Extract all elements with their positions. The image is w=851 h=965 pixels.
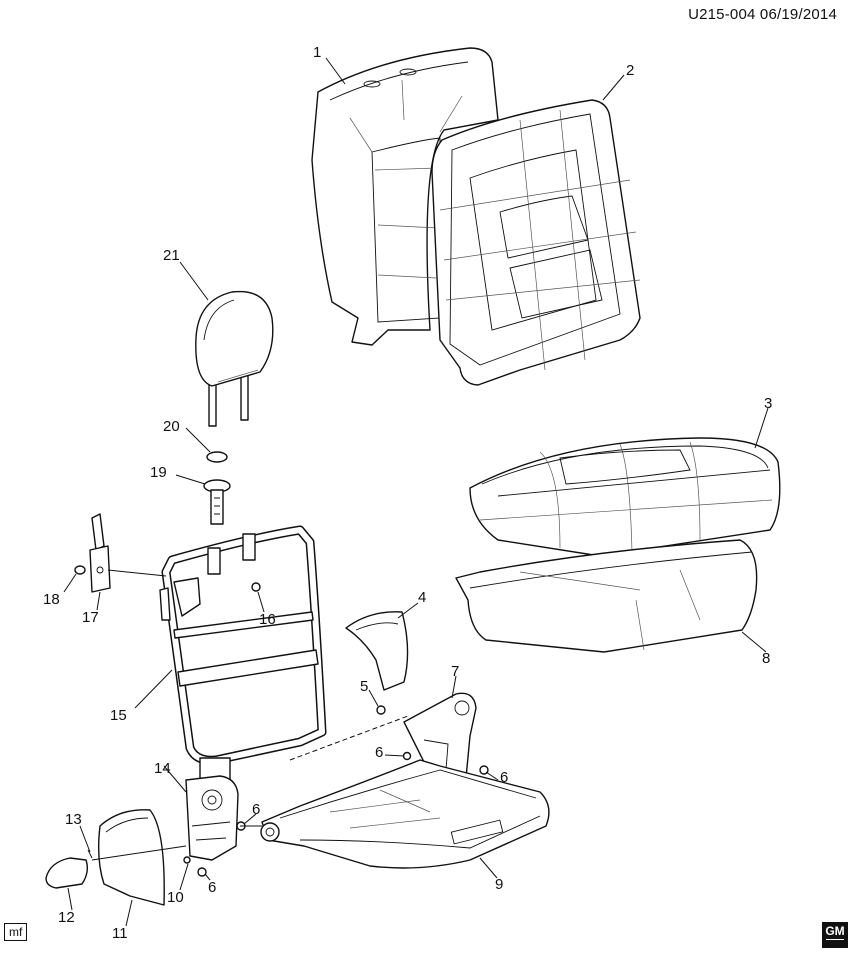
callout-20: 20 bbox=[163, 418, 180, 435]
part-pin bbox=[74, 565, 86, 575]
assembly-lines bbox=[91, 569, 409, 861]
callout-6b: 6 bbox=[500, 769, 509, 786]
callout-8: 8 bbox=[762, 650, 771, 667]
part-recliner-handle bbox=[45, 857, 89, 889]
callout-12: 12 bbox=[58, 909, 75, 926]
part-bolt-5 bbox=[376, 705, 386, 715]
part-seatback-frame bbox=[159, 525, 327, 781]
callout-3: 3 bbox=[764, 395, 773, 412]
part-seat-frame bbox=[260, 759, 550, 869]
drawing-ref: U215-004 bbox=[688, 6, 756, 23]
callout-9: 9 bbox=[495, 876, 504, 893]
part-seat-pan bbox=[455, 539, 758, 653]
callout-6a: 6 bbox=[375, 744, 384, 761]
part-bolt-6a bbox=[402, 751, 412, 761]
drawing-header: U215-004 06/19/2014 bbox=[688, 6, 837, 23]
part-bolt-16 bbox=[251, 582, 261, 592]
callout-6d: 6 bbox=[208, 879, 217, 896]
callout-21: 21 bbox=[163, 247, 180, 264]
callout-6c: 6 bbox=[252, 801, 261, 818]
part-bolt-10 bbox=[183, 856, 191, 864]
callout-16: 16 bbox=[259, 611, 276, 628]
part-seatback-cushion bbox=[431, 99, 641, 386]
part-seat-cushion bbox=[469, 437, 781, 557]
callout-13: 13 bbox=[65, 811, 82, 828]
callout-4: 4 bbox=[418, 589, 427, 606]
gm-logo-underline bbox=[826, 939, 844, 940]
callout-19: 19 bbox=[150, 464, 167, 481]
gm-logo: GM bbox=[822, 922, 848, 948]
callout-15: 15 bbox=[110, 707, 127, 724]
part-clip bbox=[87, 849, 93, 859]
leader-lines bbox=[63, 57, 769, 927]
part-recliner bbox=[185, 775, 239, 861]
footer-tag: mf bbox=[4, 923, 28, 941]
part-guide-grommet bbox=[206, 451, 228, 463]
callout-18: 18 bbox=[43, 591, 60, 608]
part-bolt-6d bbox=[197, 867, 207, 877]
callout-7: 7 bbox=[451, 663, 460, 680]
callout-17: 17 bbox=[82, 609, 99, 626]
callout-11: 11 bbox=[112, 925, 128, 942]
drawing-date: 06/19/2014 bbox=[759, 6, 837, 23]
part-release-bracket bbox=[89, 513, 111, 593]
part-side-shield bbox=[97, 809, 165, 906]
callout-2: 2 bbox=[626, 62, 635, 79]
callout-5: 5 bbox=[360, 678, 369, 695]
part-headrest-guide bbox=[203, 479, 231, 525]
part-headrest bbox=[195, 290, 274, 427]
callout-1: 1 bbox=[313, 44, 322, 61]
callout-14: 14 bbox=[154, 760, 171, 777]
part-trim-cover bbox=[345, 611, 409, 691]
gm-logo-text: GM bbox=[825, 924, 845, 938]
callout-10: 10 bbox=[167, 889, 184, 906]
